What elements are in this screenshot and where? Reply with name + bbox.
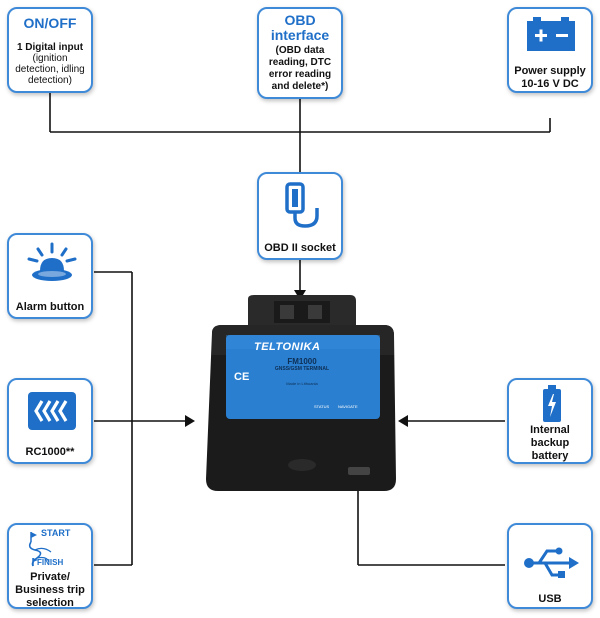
backup-battery-line1: Internal (530, 424, 570, 436)
battery-bolt-icon (543, 385, 561, 422)
onoff-title: ON/OFF (23, 15, 77, 31)
onoff-line2: (ignition (32, 53, 68, 64)
trip-line2: Business trip (15, 584, 85, 596)
device-ce-mark: CE (234, 371, 250, 383)
onoff-box: ON/OFF 1 Digital input (ignition detecti… (7, 7, 93, 93)
trip-line1: Private/ (30, 571, 70, 583)
device-body (206, 295, 396, 491)
onoff-line3: detection, idling (15, 64, 85, 75)
obd-interface-line3: error reading (268, 69, 332, 80)
obd-interface-line1: (OBD data (275, 45, 325, 56)
device-subtitle: GNSS/GSM TERMINAL (274, 366, 330, 372)
trip-line3: selection (26, 597, 74, 609)
power-supply-line2: 10-16 V DC (521, 78, 579, 90)
rc1000-label: RC1000** (25, 446, 75, 458)
power-supply-line1: Power supply (514, 65, 586, 77)
trip-selection-box: START FINISH Private/ Business trip sele… (7, 523, 93, 609)
usb-label: USB (538, 593, 562, 605)
battery-plus-minus-icon (527, 17, 575, 51)
fm1000-device: TELTONIKA FM1000 GNSS/GSM TERMINAL CE Ma… (204, 295, 400, 495)
device-brand: TELTONIKA (254, 341, 321, 353)
trip-finish-label: FINISH (37, 558, 64, 567)
device-status-label: STATUS (314, 404, 330, 409)
obd-interface-title1: OBD (284, 12, 316, 28)
backup-battery-line2: backup (530, 437, 570, 449)
obd-interface-line2: reading, DTC (268, 57, 332, 68)
backup-battery-line3: battery (531, 450, 569, 462)
usb-icon (524, 547, 579, 578)
backup-battery-box: Internal backup battery (507, 378, 593, 464)
rc1000-box: RC1000** (7, 378, 93, 464)
trip-start-label: START (41, 528, 71, 538)
alarm-button-box: Alarm button (7, 233, 93, 319)
obd-plug-icon (285, 182, 319, 228)
obd-interface-line4: and delete*) (271, 81, 329, 92)
onoff-line4: detection) (28, 75, 72, 86)
device-origin: Made in Lithuania (286, 381, 318, 386)
obd-interface-box: OBD interface (OBD data reading, DTC err… (257, 7, 343, 99)
obd-socket-box: OBD II socket (257, 172, 343, 260)
usb-box: USB (507, 523, 593, 609)
alarm-button-icon (27, 242, 77, 281)
rc1000-icon (28, 392, 76, 430)
device-navigate-label: NAVIGATE (338, 404, 358, 409)
obd-socket-label: OBD II socket (264, 242, 336, 254)
device-model: FM1000 (287, 357, 317, 366)
route-start-finish-icon (28, 532, 52, 567)
alarm-button-label: Alarm button (15, 301, 85, 313)
power-supply-box: Power supply 10-16 V DC (507, 7, 593, 93)
onoff-line1: 1 Digital input (16, 42, 84, 53)
obd-interface-title2: interface (270, 27, 330, 43)
